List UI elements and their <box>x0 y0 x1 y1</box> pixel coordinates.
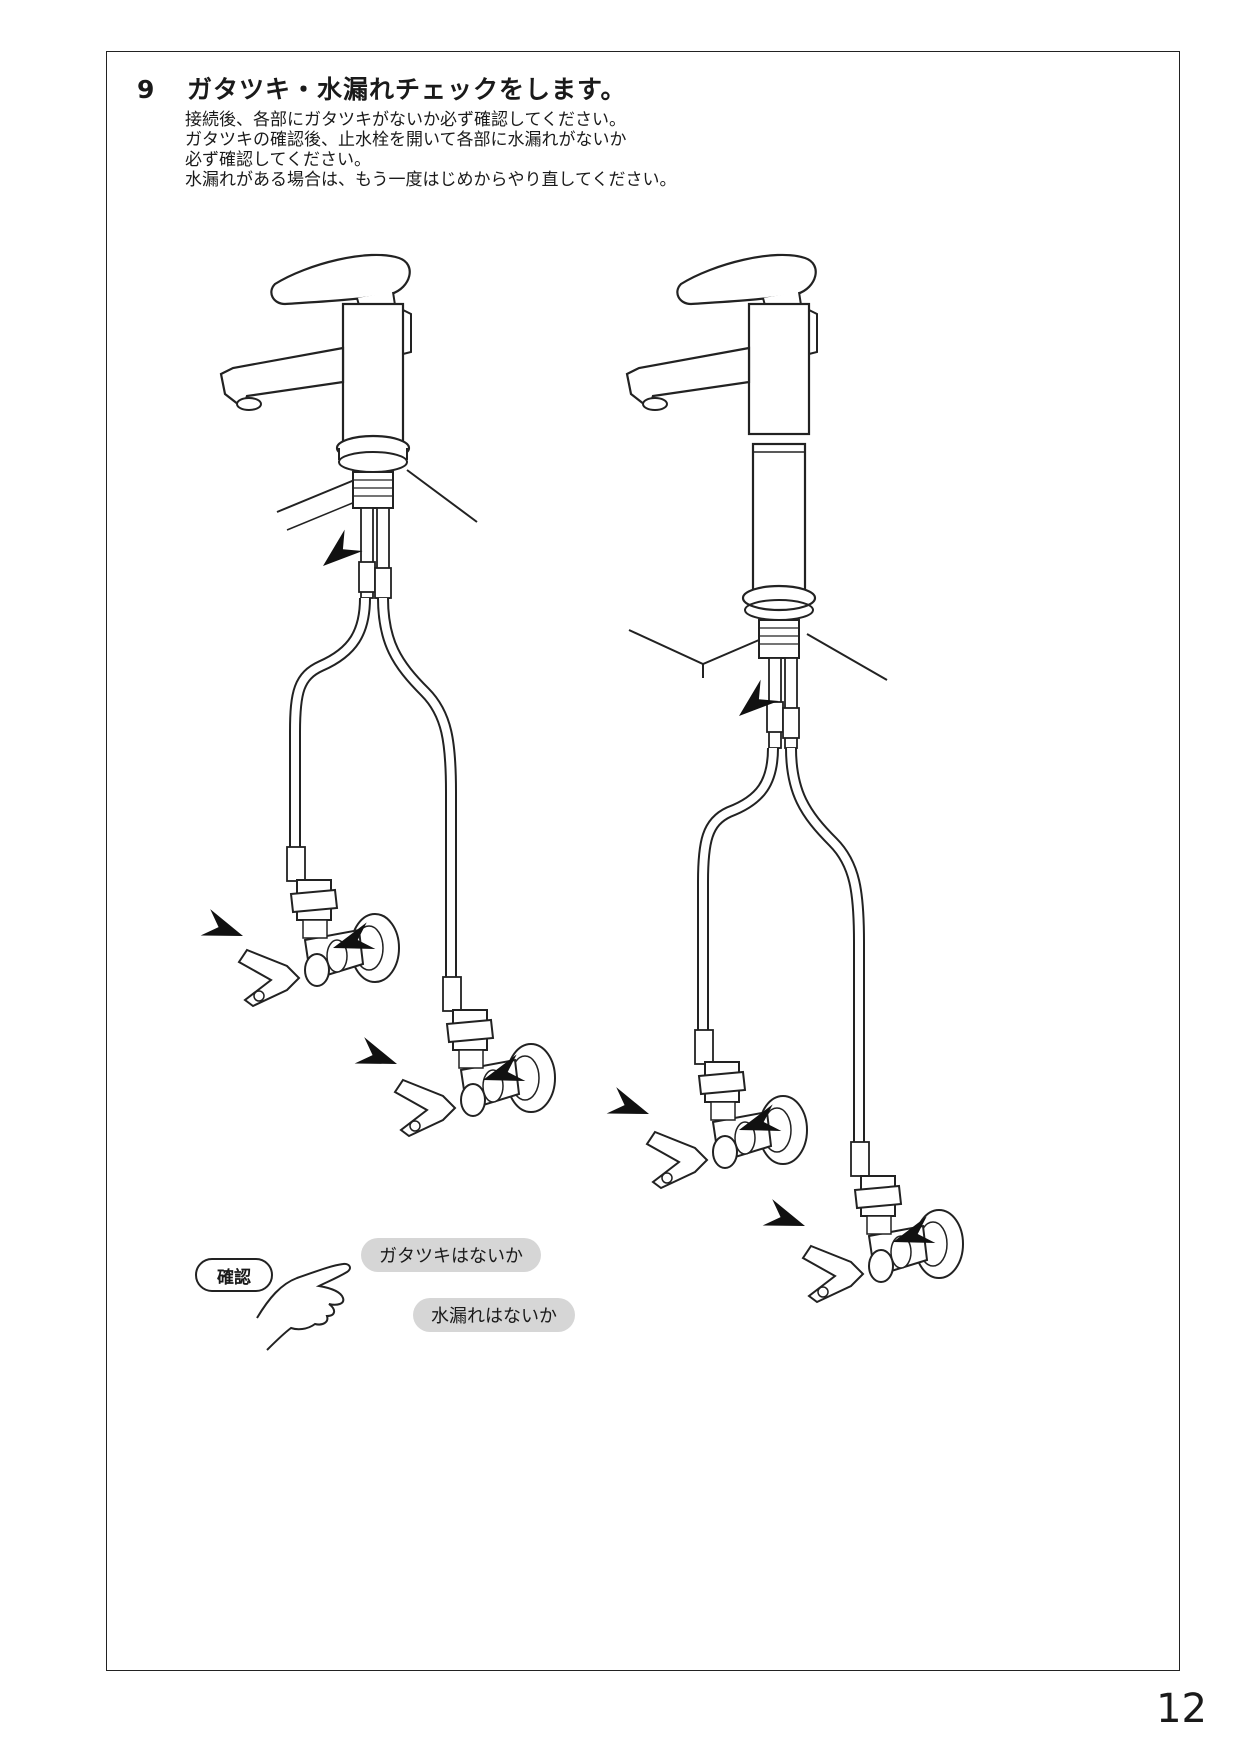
instruction-line: 必ず確認してください。 <box>185 150 371 170</box>
stop-valve-icon <box>394 1009 556 1137</box>
page-number: 12 <box>1156 1686 1207 1732</box>
check-rattle-label: ガタツキはないか <box>361 1238 541 1272</box>
arrow-marker-icon <box>314 529 363 577</box>
pointing-hand-icon <box>256 1262 351 1351</box>
instruction-line: 水漏れがある場合は、もう一度はじめからやり直してください。 <box>185 170 677 190</box>
faucet-illustration-tall <box>606 253 964 1303</box>
arrow-marker-icon <box>606 1087 654 1128</box>
arrow-marker-icon <box>354 1037 402 1078</box>
faucet-illustration-short <box>200 253 556 1137</box>
instruction-line: ガタツキの確認後、止水栓を開いて各部に水漏れがないか <box>185 130 627 150</box>
arrow-marker-icon <box>200 909 248 950</box>
stop-valve-icon <box>802 1175 964 1303</box>
stop-valve-icon <box>646 1061 808 1189</box>
illustrations <box>200 253 964 1351</box>
arrow-marker-icon <box>762 1199 810 1240</box>
step-title: ガタツキ・水漏れチェックをします。 <box>187 75 627 104</box>
step-heading: 9 ガタツキ・水漏れチェックをします。 <box>137 70 627 106</box>
page-frame: 9 ガタツキ・水漏れチェックをします。 接続後、各部にガタツキがないか必ず確認し… <box>106 51 1180 1671</box>
instruction-line: 接続後、各部にガタツキがないか必ず確認してください。 <box>185 110 626 130</box>
confirm-badge: 確認 <box>195 1258 273 1292</box>
check-leak-label: 水漏れはないか <box>413 1298 575 1332</box>
step-number: 9 <box>137 75 155 104</box>
stop-valve-icon <box>238 879 400 1007</box>
instructions: 接続後、各部にガタツキがないか必ず確認してください。 ガタツキの確認後、止水栓を… <box>185 110 676 190</box>
